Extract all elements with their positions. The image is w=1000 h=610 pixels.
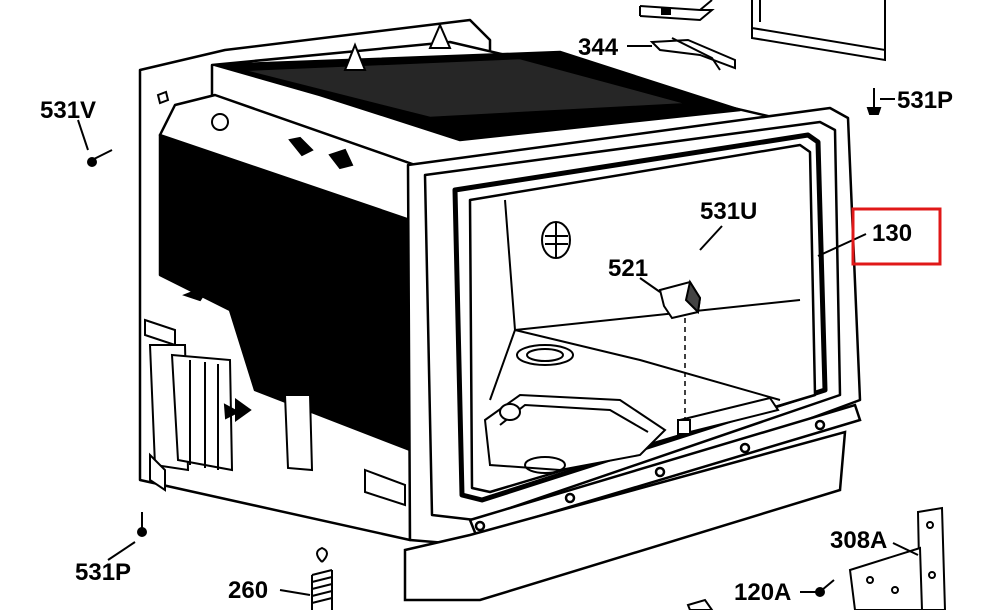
label-308A: 308A xyxy=(830,527,887,554)
leader-lines xyxy=(77,45,919,596)
label-531V: 531V xyxy=(40,97,96,124)
screw-531V xyxy=(87,149,113,167)
screw-531P-bottom xyxy=(137,512,147,537)
front-rail xyxy=(403,403,862,602)
tub-interior xyxy=(483,199,801,474)
screw-120A xyxy=(815,579,835,597)
part-308A-bracket xyxy=(848,506,947,610)
part-344-bracket xyxy=(649,37,736,71)
part-120A-piece xyxy=(686,598,714,610)
label-521: 521 xyxy=(608,255,648,282)
label-120A: 120A xyxy=(734,579,791,606)
label-344: 344 xyxy=(578,34,619,61)
label-260: 260 xyxy=(228,577,268,604)
label-531U: 531U xyxy=(700,198,757,225)
label-531P-bottom: 531P xyxy=(75,559,131,586)
screw-531P-top xyxy=(866,88,882,115)
label-130: 130 xyxy=(872,220,912,247)
part-521-mount xyxy=(677,419,691,435)
top-right-panel xyxy=(751,0,886,62)
top-bracket-part xyxy=(639,0,715,22)
part-521-cap xyxy=(658,279,702,320)
part-260-spring xyxy=(311,546,333,610)
highlight-box-130 xyxy=(851,207,942,266)
side-fittings xyxy=(144,22,452,507)
label-531P-top: 531P xyxy=(897,87,953,114)
